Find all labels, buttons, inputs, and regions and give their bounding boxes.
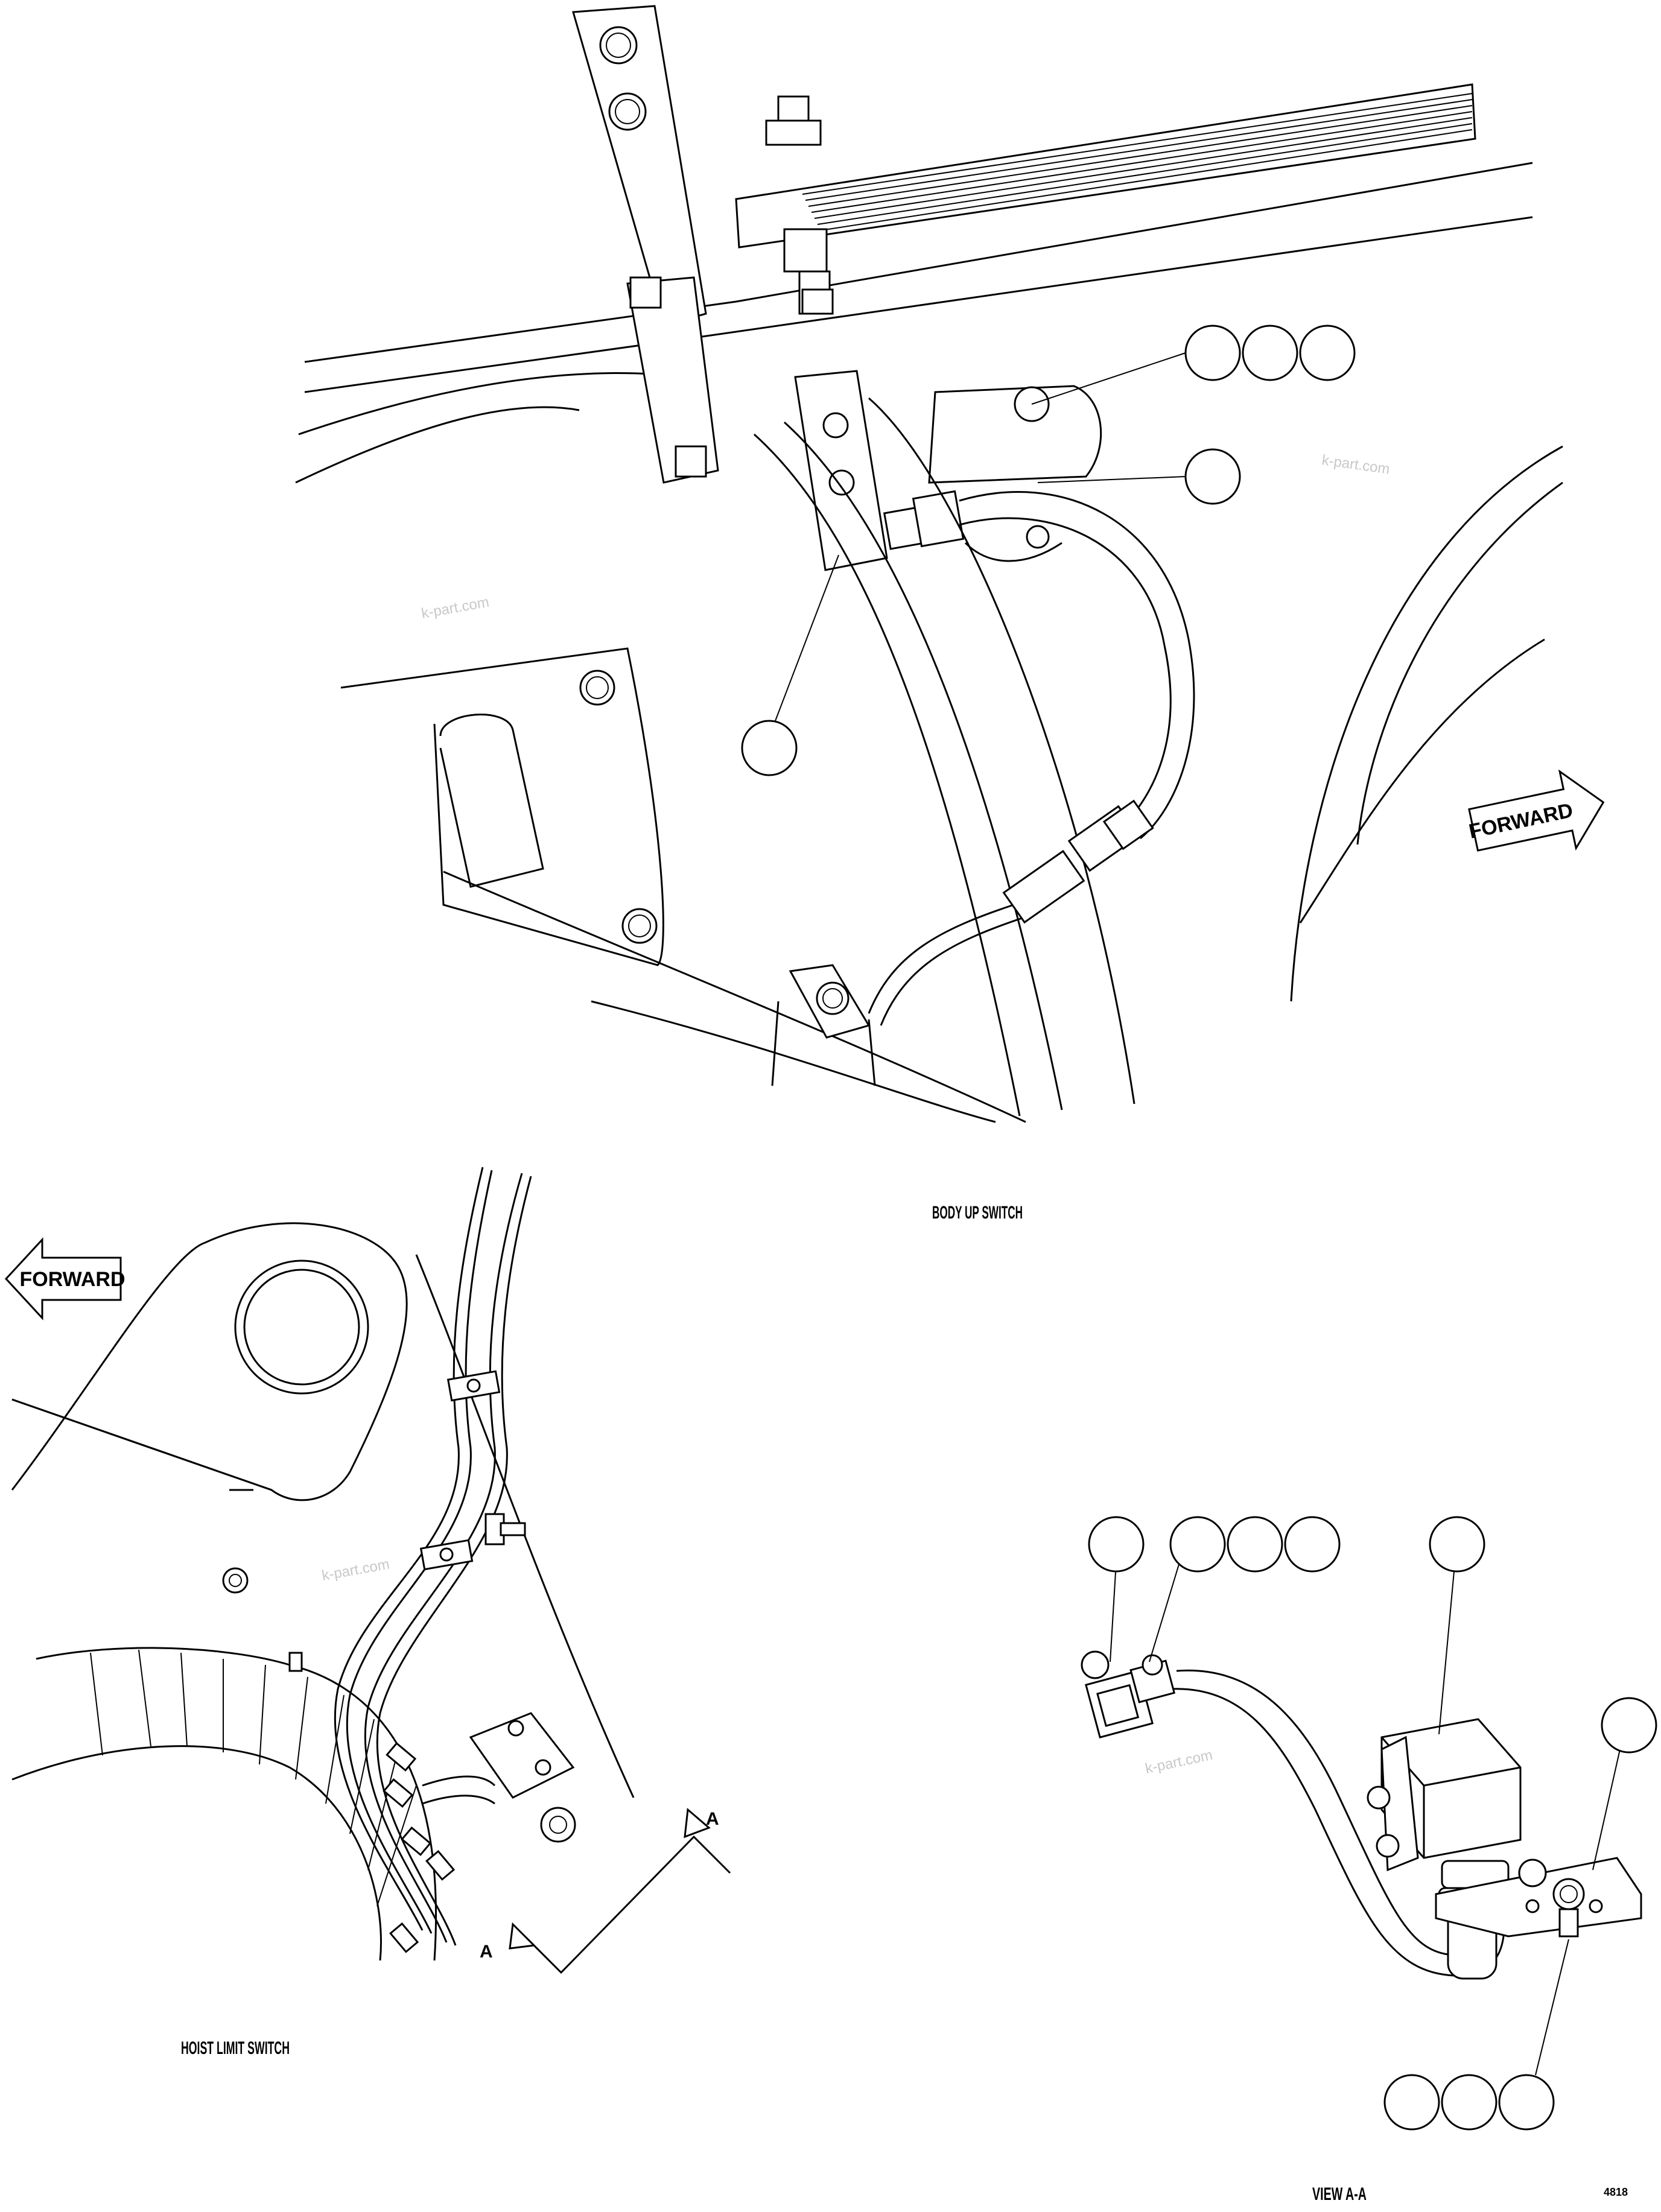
callout-balloon [1184, 325, 1241, 381]
callout-balloon [1498, 2074, 1555, 2131]
callout-left [741, 554, 839, 776]
body-up-switch-view: FORWARD k-part.com k-part.com BODY UP SW… [295, 5, 1605, 1223]
forward-label-left: FORWARD [19, 1268, 125, 1291]
view-aa-caption: VIEW A-A [1312, 2184, 1367, 2204]
section-line-aa: A A [480, 1808, 731, 1974]
section-mark-bottom: A [480, 1942, 493, 1962]
callout-balloon [1184, 448, 1241, 505]
callout-balloon [1601, 1697, 1657, 1754]
callout-balloon [1088, 1516, 1145, 1573]
callout-balloon [1299, 325, 1356, 381]
watermark: k-part.com [420, 594, 490, 622]
harness-clamp [771, 964, 876, 1086]
callout-balloon [1383, 2074, 1440, 2131]
callout-group-top [1031, 325, 1356, 405]
wire-harness-top [868, 491, 1195, 1026]
callout-balloon [1429, 1516, 1485, 1573]
hoist-drum [11, 1647, 437, 1961]
callout-balloon [1242, 325, 1298, 381]
drawing-number: 4818 [1604, 2186, 1628, 2198]
hoist-limit-switch-view: FORWARD [4, 1167, 731, 2058]
view-aa: k-part.com VIEW A-A 4818 [1081, 1516, 1657, 2204]
view-aa-switch-body [1367, 1718, 1522, 1980]
callout-group-view-aa-top [1088, 1516, 1341, 1662]
forward-arrow-right: FORWARD [1467, 769, 1605, 852]
view-aa-connector [1081, 1650, 1176, 1738]
callout-group-view-aa-bottom [1383, 1939, 1569, 2131]
hoist-switch-assembly [383, 1712, 576, 1953]
watermark: k-part.com [320, 1556, 390, 1584]
switch-bracket [794, 370, 1102, 571]
callout-balloon [1227, 1516, 1283, 1573]
callout-balloon [741, 720, 798, 776]
hoses [334, 1167, 532, 1946]
vertical-strap [572, 5, 719, 484]
forward-arrow-left: FORWARD [4, 1237, 125, 1320]
callout-balloon [1169, 1516, 1226, 1573]
callout-view-aa-single [1429, 1516, 1485, 1735]
inline-connector [1002, 799, 1154, 924]
section-mark-top: A [706, 1809, 719, 1829]
spring-bolt [765, 95, 834, 315]
callout-balloon [1284, 1516, 1341, 1573]
callout-balloon [1441, 2074, 1497, 2131]
callout-right [1037, 448, 1241, 505]
body-up-switch-caption: BODY UP SWITCH [932, 1203, 1023, 1223]
view-aa-mount-plate [1435, 1857, 1642, 1938]
callout-view-aa-right [1592, 1697, 1657, 1871]
watermark: k-part.com [1321, 452, 1391, 478]
lower-plate [340, 647, 664, 966]
hoist-limit-switch-caption: HOIST LIMIT SWITCH [181, 2038, 290, 2058]
watermark: k-part.com [1144, 1747, 1214, 1777]
